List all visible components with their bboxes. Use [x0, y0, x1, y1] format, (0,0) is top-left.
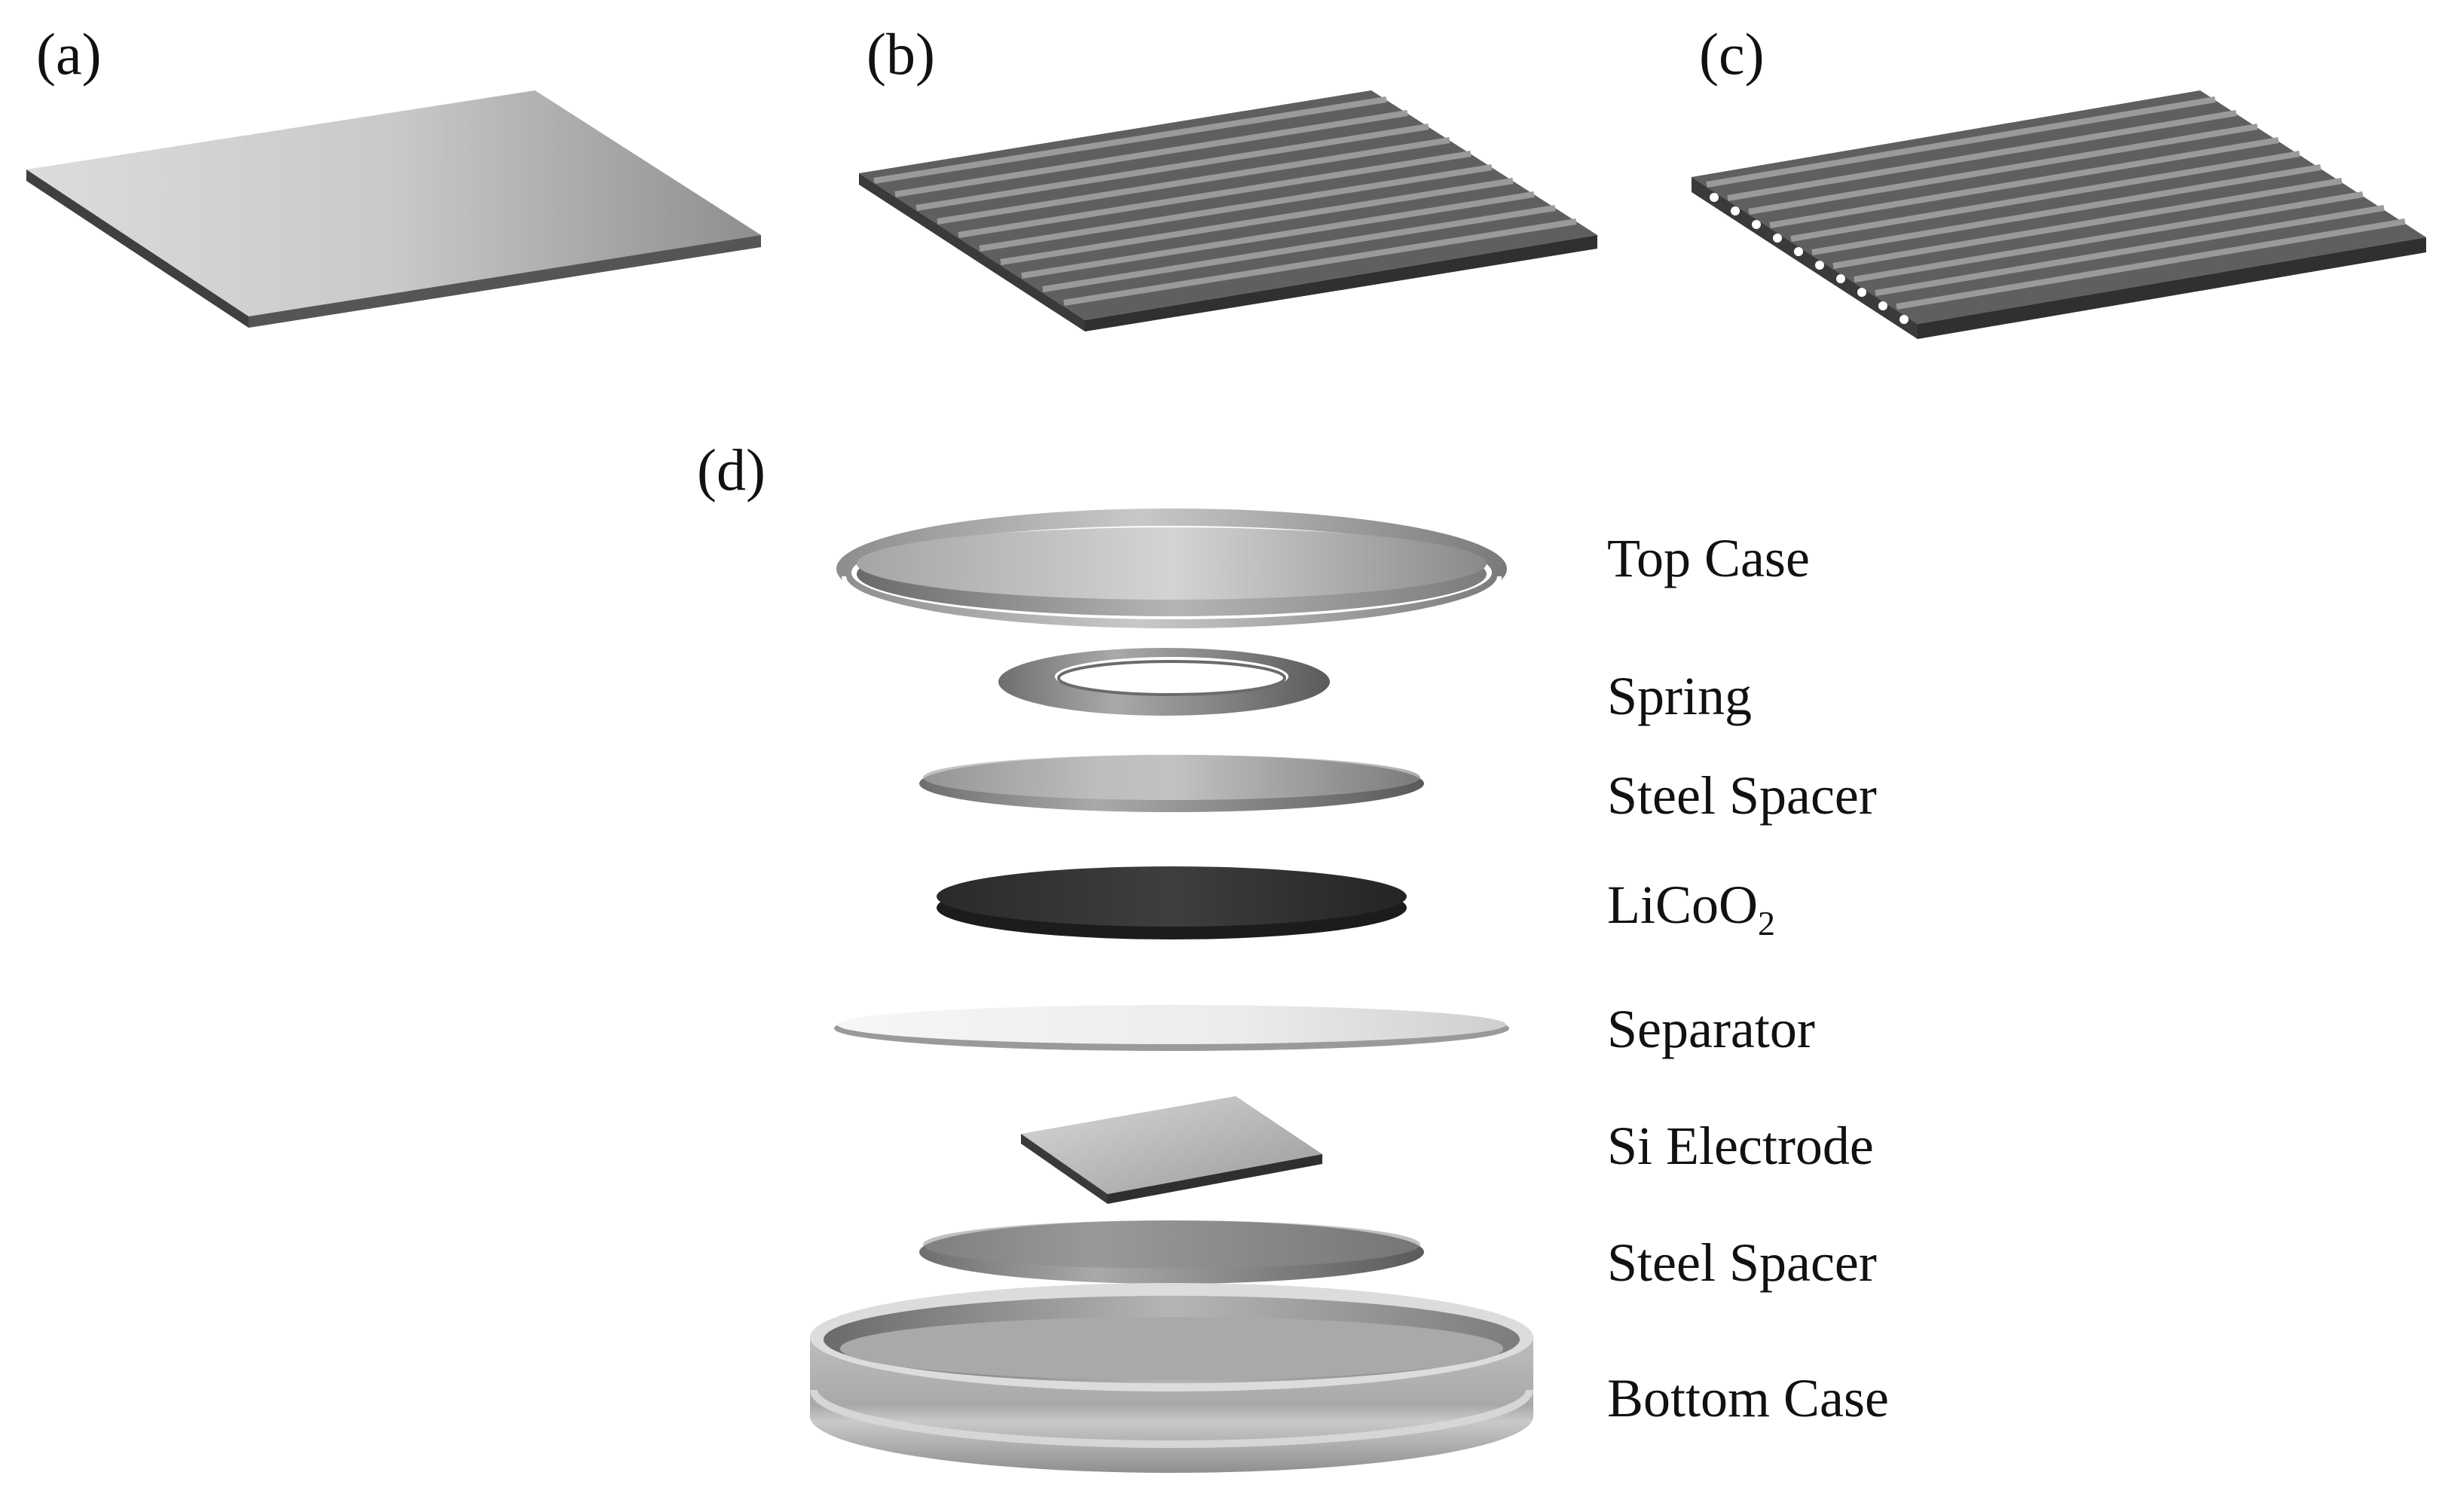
licoo2-cathode — [937, 866, 1407, 939]
panel-label-b: (b) — [866, 21, 935, 87]
bottom-case — [810, 1283, 1533, 1473]
label-licoo2-sub: 2 — [1758, 904, 1775, 942]
label-steel-spacer-bottom: Steel Spacer — [1607, 1233, 1877, 1293]
label-separator: Separator — [1607, 999, 1815, 1059]
panel-label-c: (c) — [1699, 21, 1765, 87]
double-grooved-electrode-plate — [1692, 90, 2426, 339]
label-top-case: Top Case — [1607, 528, 1810, 588]
panel-label-d: (d) — [697, 437, 766, 502]
label-licoo2-main: LiCoO — [1607, 875, 1758, 935]
label-bottom-case: Bottom Case — [1607, 1368, 1889, 1428]
steel-spacer-bottom — [919, 1220, 1424, 1284]
si-electrode — [1021, 1096, 1322, 1204]
label-licoo2: LiCoO2 — [1607, 875, 1775, 942]
panel-label-a: (a) — [36, 21, 102, 87]
top-case — [836, 509, 1507, 633]
spring — [998, 648, 1330, 716]
label-steel-spacer-top: Steel Spacer — [1607, 765, 1877, 826]
grooved-electrode-plate — [859, 90, 1597, 331]
label-si-electrode: Si Electrode — [1607, 1116, 1874, 1176]
flat-electrode-plate — [26, 90, 761, 328]
steel-spacer-top — [919, 755, 1424, 812]
separator — [834, 1005, 1509, 1051]
label-spring: Spring — [1607, 666, 1752, 726]
